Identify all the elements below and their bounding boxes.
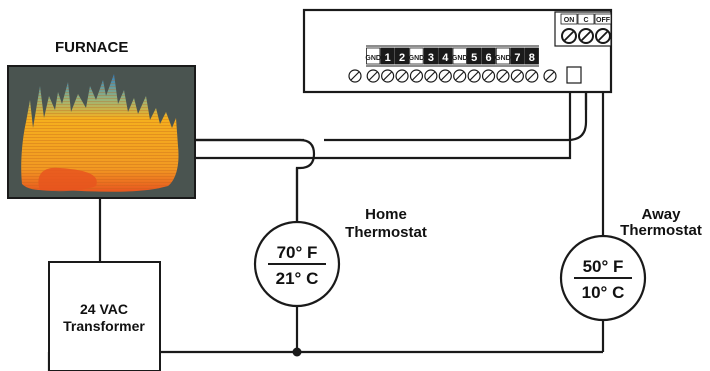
relay-indicator — [566, 66, 582, 84]
terminal-label: 8 — [529, 52, 535, 64]
away-thermostat: Away Thermostat 50° F 10° C — [559, 206, 702, 322]
terminal-0: GND — [365, 47, 381, 65]
terminal-label: GND — [365, 55, 381, 62]
switch-labels: ON C OFF — [560, 13, 612, 44]
terminal-2: 2 — [394, 47, 410, 65]
switch-label: ON — [564, 17, 575, 24]
terminal-9: GND — [495, 47, 511, 65]
wire-furnace-to-controller-on — [195, 138, 316, 222]
terminal-screw-icon — [381, 69, 395, 83]
home-thermostat-label-line2: Thermostat — [345, 224, 427, 241]
terminal-label: GND — [452, 55, 468, 62]
terminal-6: GND — [452, 47, 468, 65]
terminal-screw-icon — [496, 69, 510, 83]
terminal-screw-icon — [409, 69, 424, 83]
switch-label: OFF — [596, 17, 611, 24]
terminal-11: 8 — [524, 47, 539, 65]
home-thermostat-temp-c: 21° C — [276, 269, 319, 288]
terminal-label: 1 — [385, 52, 391, 64]
wire-controller-on — [195, 45, 588, 142]
terminal-screws — [366, 69, 539, 83]
switch-terminal-c: C — [577, 13, 595, 44]
transformer: 24 VAC Transformer — [48, 261, 161, 371]
mount-screw-right-icon — [543, 69, 557, 83]
terminal-screw-icon — [366, 69, 380, 83]
terminal-8: 6 — [481, 47, 496, 65]
furnace-label: FURNACE — [55, 39, 128, 56]
home-thermostat: Home Thermostat 70° F 21° C — [253, 206, 427, 308]
terminal-label: 4 — [442, 52, 449, 64]
junction-dot — [292, 347, 302, 357]
furnace: FURNACE — [7, 39, 196, 199]
terminal-label: 7 — [514, 52, 520, 64]
terminal-screw-icon — [453, 69, 467, 83]
transformer-label-line2: Transformer — [63, 318, 145, 334]
transformer-box — [48, 261, 161, 371]
terminal-7: 5 — [467, 47, 482, 65]
terminal-screw-icon — [395, 69, 409, 83]
flame-icon — [21, 74, 179, 192]
away-thermostat-temp-f: 50° F — [583, 257, 624, 276]
terminal-label: GND — [495, 55, 511, 62]
terminal-screw-icon — [424, 69, 438, 83]
away-thermostat-label-line1: Away — [642, 206, 682, 223]
terminal-screw-icon — [467, 69, 481, 83]
switch-terminal-off: OFF — [594, 13, 612, 44]
terminal-10: 7 — [510, 47, 525, 65]
home-thermostat-temp-f: 70° F — [277, 243, 318, 262]
terminal-4: 3 — [423, 47, 438, 65]
terminal-screw-icon — [438, 69, 452, 83]
terminal-screw-icon — [510, 69, 524, 83]
switch-label: C — [583, 17, 588, 24]
terminal-5: 4 — [438, 47, 453, 65]
terminal-1: 1 — [380, 47, 395, 65]
terminal-label: 2 — [399, 52, 405, 64]
terminal-label: GND — [409, 55, 425, 62]
away-thermostat-label-line2: Thermostat — [620, 222, 702, 239]
terminal-screw-icon — [481, 69, 496, 83]
home-thermostat-label-line1: Home — [365, 206, 407, 223]
terminal-label: 3 — [428, 52, 434, 64]
terminal-3: GND — [409, 47, 425, 65]
terminal-label: 6 — [485, 52, 491, 64]
terminal-label: 5 — [471, 52, 477, 64]
away-thermostat-temp-c: 10° C — [582, 283, 625, 302]
wire-furnace-second — [195, 70, 572, 160]
switch-terminal-on: ON — [560, 13, 578, 44]
terminal-screw-icon — [525, 69, 539, 83]
mount-screw-left-icon — [348, 69, 362, 83]
transformer-label-line1: 24 VAC — [80, 301, 128, 317]
